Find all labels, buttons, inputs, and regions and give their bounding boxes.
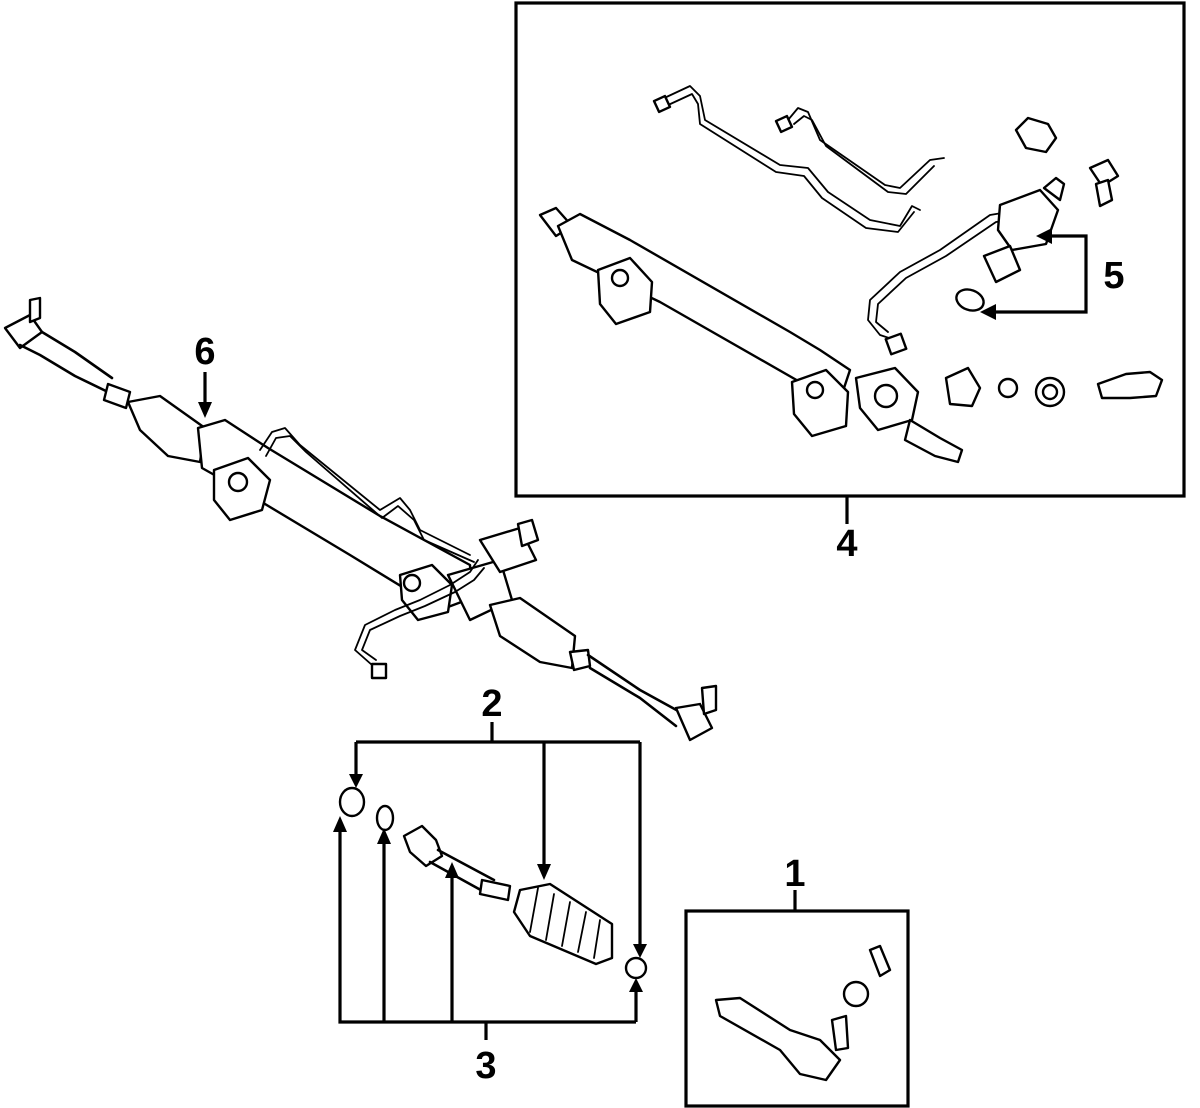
inner-tie-rod-kit[interactable] bbox=[338, 786, 648, 980]
arrow-3d bbox=[629, 978, 643, 992]
arrow-2c bbox=[633, 944, 647, 958]
callout-1: 1 bbox=[784, 853, 805, 895]
callout-4: 4 bbox=[836, 523, 857, 565]
callout-6: 6 bbox=[194, 331, 215, 373]
steering-rack-assembly[interactable] bbox=[3, 296, 718, 742]
arrow-5b bbox=[980, 304, 996, 320]
outer-tie-rod-box bbox=[684, 909, 910, 1108]
callout-3: 3 bbox=[475, 1045, 496, 1087]
leader-5 bbox=[996, 234, 1088, 314]
arrow-3b bbox=[377, 828, 391, 844]
leader-3 bbox=[338, 830, 638, 1040]
arrow-6 bbox=[198, 402, 212, 418]
arrow-3c bbox=[445, 862, 459, 878]
arrow-2a bbox=[349, 774, 363, 788]
callout-2: 2 bbox=[481, 683, 502, 725]
leader-2 bbox=[354, 722, 642, 946]
arrow-2b bbox=[537, 864, 551, 880]
arrow-3a bbox=[333, 816, 347, 832]
outer-tie-rod-end[interactable] bbox=[714, 944, 892, 1082]
rack-assembly-box bbox=[514, 1, 1186, 498]
boxed-rack-assembly[interactable] bbox=[538, 85, 1027, 464]
callout-5: 5 bbox=[1103, 255, 1124, 297]
arrow-5a bbox=[1036, 228, 1052, 244]
valve-parts[interactable] bbox=[944, 116, 1164, 408]
